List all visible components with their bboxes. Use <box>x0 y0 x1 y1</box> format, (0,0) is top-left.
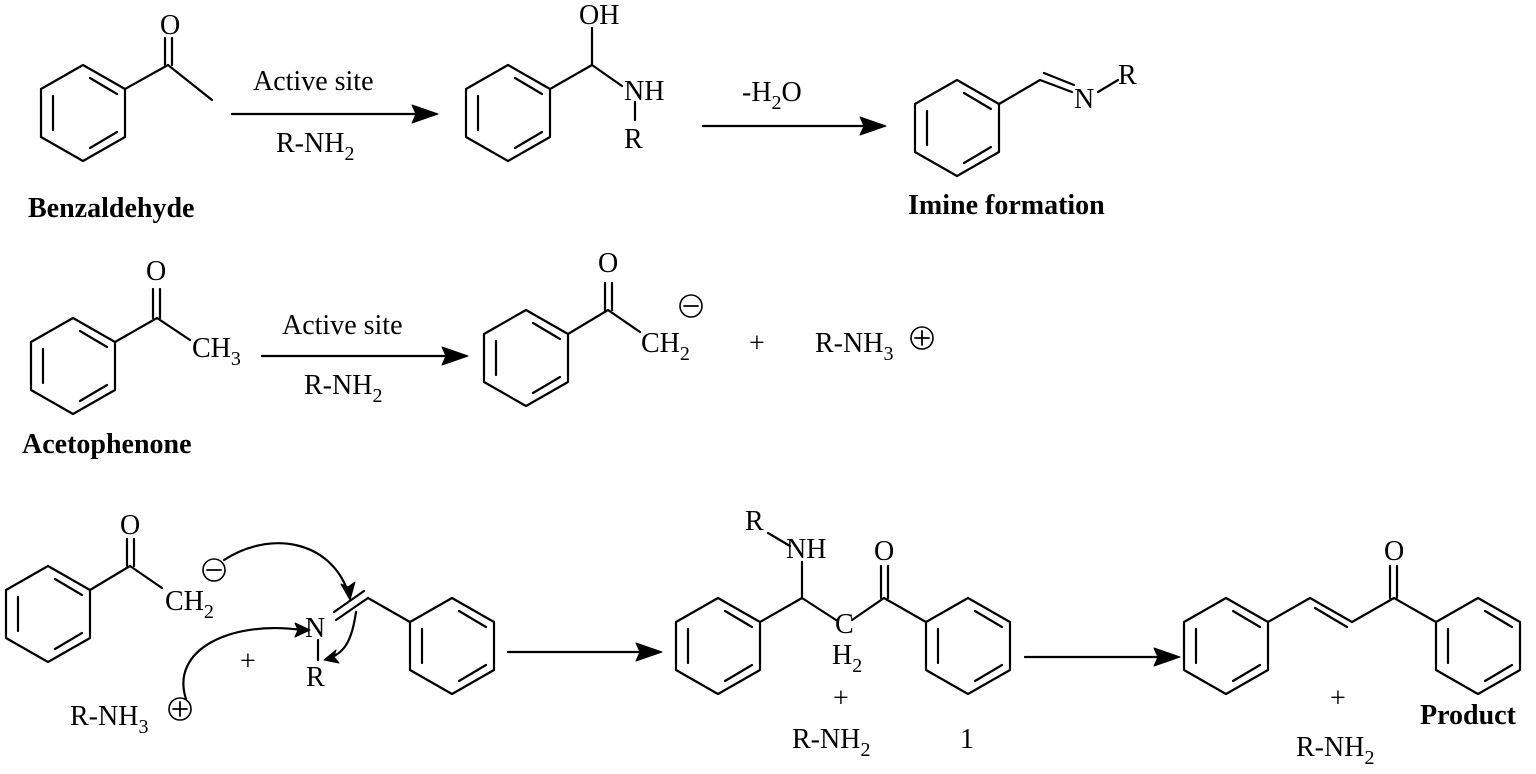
reaction-arrow-1 <box>230 104 439 124</box>
substituent-r-label: R <box>624 124 643 155</box>
product-label: Product <box>1420 700 1517 731</box>
reaction-arrow-4 <box>506 642 663 662</box>
positive-charge-icon <box>910 326 934 350</box>
reagent-amine-2: R-NH2 <box>304 370 382 407</box>
acetophenone-oxygen-label: O <box>146 256 166 287</box>
reagent-active-site-1: Active site <box>253 66 374 97</box>
reaction-arrow-2 <box>701 116 887 136</box>
methyl-label: CH3 <box>192 333 241 370</box>
hemiaminal-structure <box>464 26 637 163</box>
hydroxyl-label: OH <box>579 0 619 31</box>
product-plus-sign: + <box>1330 683 1346 714</box>
enolate-oxygen-label-row3: O <box>120 510 140 541</box>
carbanion-label-row3: CH2 <box>165 586 214 623</box>
reagent-active-site-2: Active site <box>282 310 403 341</box>
plus-sign-row3: + <box>240 646 256 677</box>
chalcone-oxygen-label: O <box>1384 536 1404 567</box>
imine-r-label: R <box>1118 60 1137 91</box>
adduct-methylene-c-label: C <box>835 609 854 640</box>
dehydration-label: -H2O <box>742 77 802 114</box>
imine-structure-row3 <box>316 589 496 696</box>
acetophenone-label: Acetophenone <box>22 429 192 460</box>
product-amine-label: R-NH2 <box>1296 732 1374 769</box>
plus-sign-row2: + <box>749 328 765 359</box>
enolate-structure-row3 <box>4 537 226 664</box>
imine-structure <box>913 71 1120 178</box>
benzaldehyde-structure: O <box>39 10 214 163</box>
carbonyl-oxygen-label: O <box>160 10 180 41</box>
reaction-arrow-3 <box>260 346 469 366</box>
compound-number-1: 1 <box>960 724 974 755</box>
ammonium-label-row3: R-NH3 <box>70 701 148 738</box>
amine-nh-label: NH <box>624 76 664 107</box>
adduct-methylene-h2-label: H2 <box>832 640 862 677</box>
imine-r-label-row3: R <box>306 662 325 693</box>
adduct-r-label: R <box>745 506 764 537</box>
enolate-structure <box>482 281 703 408</box>
amino-ketone-structure <box>674 531 1012 696</box>
electron-flow-arrows <box>182 542 358 701</box>
adduct-amine-label: R-NH2 <box>792 724 870 761</box>
imine-nitrogen-label: N <box>1074 84 1094 115</box>
enolate-oxygen-label: O <box>598 248 618 279</box>
adduct-plus-sign: + <box>833 683 849 714</box>
acetophenone-structure <box>29 287 192 416</box>
reagent-amine-1: R-NH2 <box>276 128 354 165</box>
adduct-nh-label: NH <box>786 534 826 565</box>
positive-charge-icon <box>168 697 192 721</box>
adduct-oxygen-label: O <box>874 536 894 567</box>
reaction-arrow-5 <box>1023 647 1181 667</box>
imine-formation-label: Imine formation <box>908 190 1105 221</box>
ammonium-label: R-NH3 <box>815 328 893 365</box>
chalcone-structure <box>1182 564 1522 696</box>
carbanion-label: CH2 <box>641 328 690 365</box>
imine-nitrogen-label-row3: N <box>305 613 325 644</box>
benzaldehyde-label: Benzaldehyde <box>28 193 194 224</box>
